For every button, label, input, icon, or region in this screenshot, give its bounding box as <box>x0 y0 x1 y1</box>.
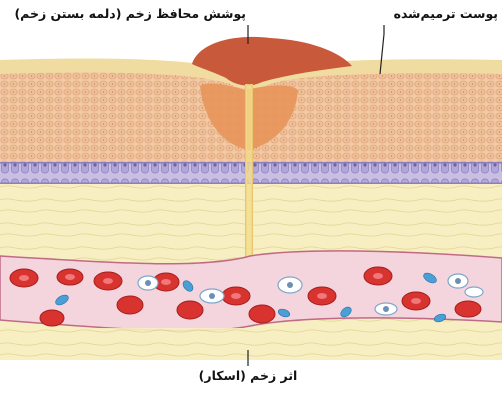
scar-label: اثر زخم (اسکار) <box>188 368 308 383</box>
scab-label: پوشش محافظ زخم (دلمه بستن زخم) <box>6 6 246 21</box>
repaired-skin-label: پوست ترمیم‌شده <box>376 6 498 21</box>
lower-dermis <box>0 328 502 358</box>
